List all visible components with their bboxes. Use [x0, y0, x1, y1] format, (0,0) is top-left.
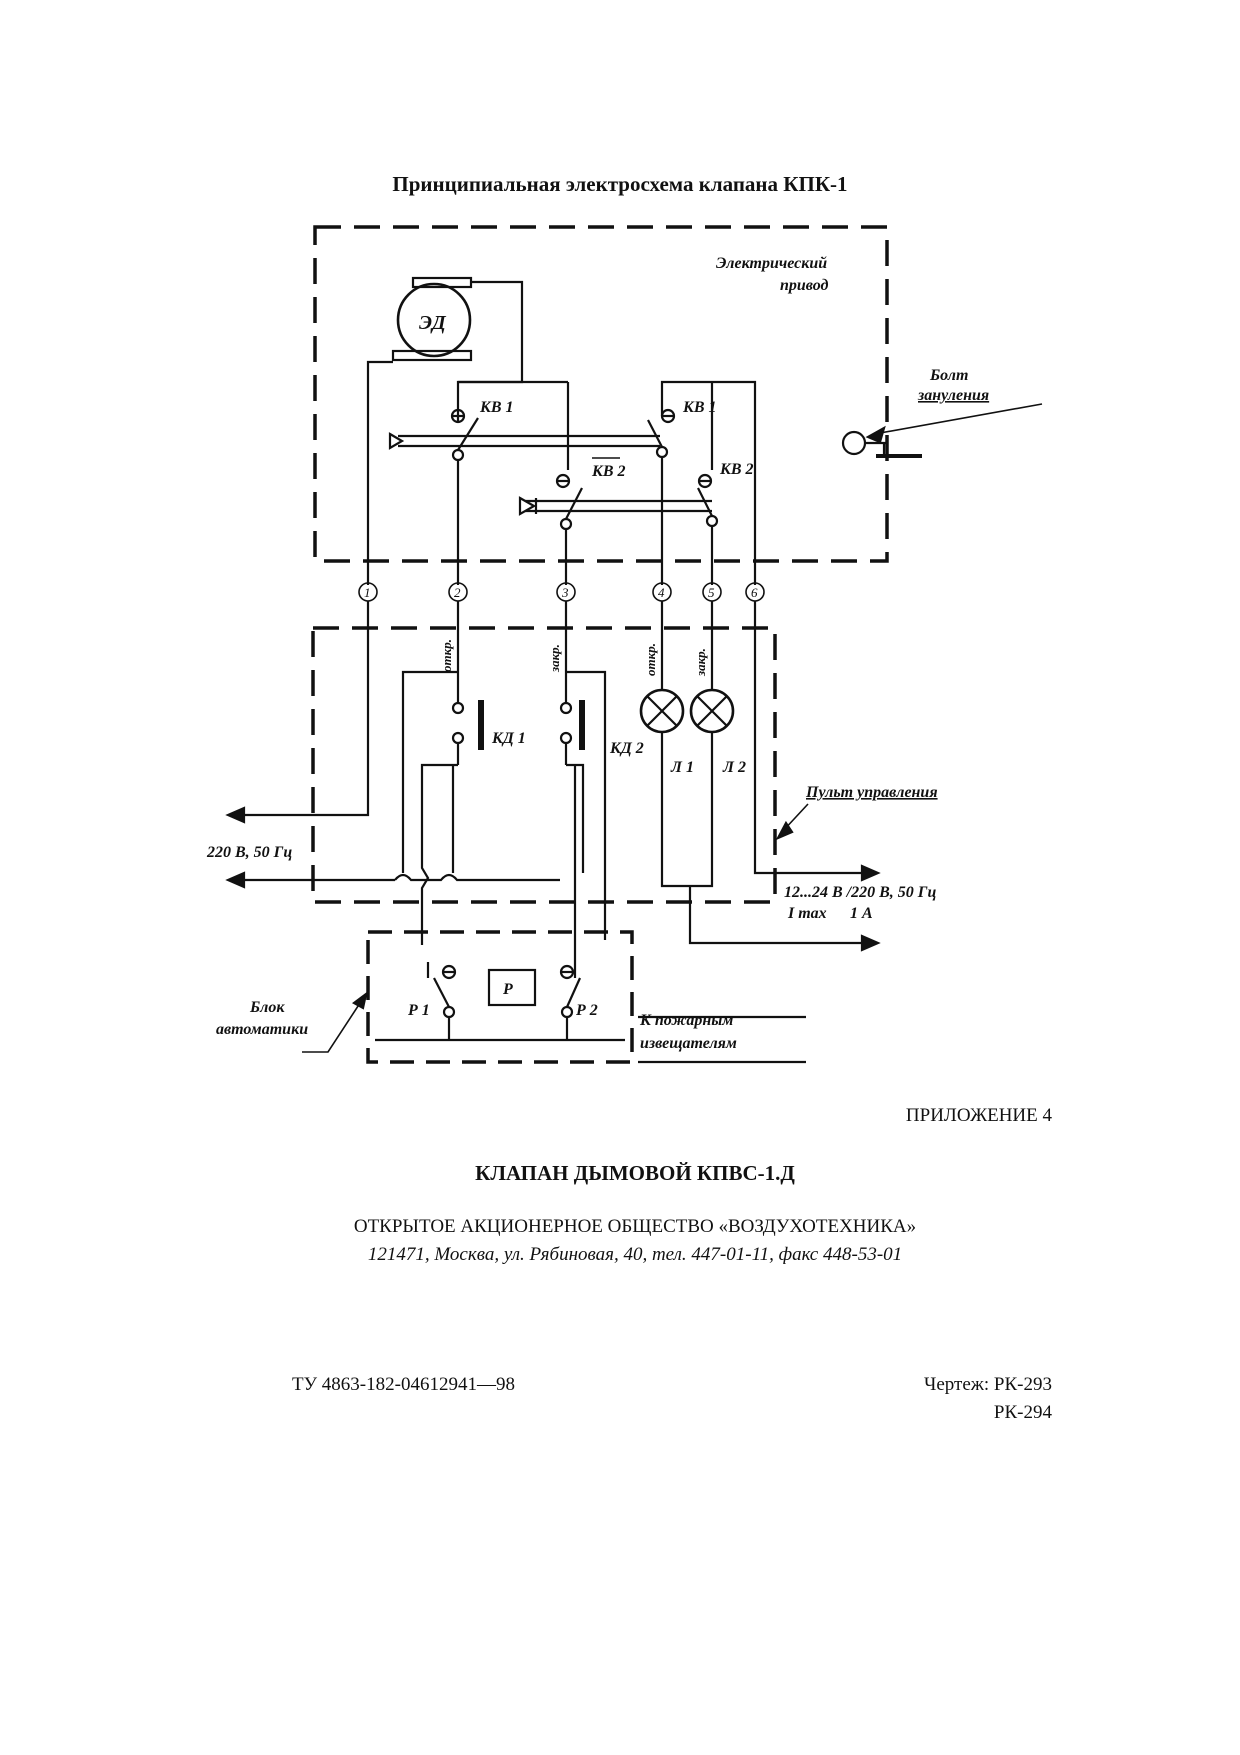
terminal-2-label: 2: [454, 585, 461, 600]
kv2-left-switch: [555, 473, 583, 585]
detectors-label-1: К пожарным: [639, 1012, 733, 1029]
bolt-label-1: Болт: [929, 367, 968, 384]
console-label: Пульт управления: [805, 784, 938, 801]
kv1-right-label: КВ 1: [682, 399, 717, 416]
kd1-switch: [451, 700, 484, 765]
wire-motor-top: [456, 280, 524, 410]
kv1-actuator-rod: [388, 432, 660, 450]
wire-t1: [238, 601, 370, 817]
automation-enclosure: [366, 930, 634, 1064]
relay-p1-switch: [426, 962, 457, 1040]
relay-p2-switch: [559, 964, 582, 1040]
wiring-diagram: Электрический привод ЭД Болт зануления К…: [206, 225, 1043, 1064]
wire-kd1-left: [401, 670, 458, 873]
motor-label: ЭД: [419, 312, 447, 334]
company-name: ОТКРЫТОЕ АКЦИОНЕРНОЕ ОБЩЕСТВО «ВОЗДУХОТЕ…: [353, 1216, 917, 1237]
automation-label-1: Блок: [249, 999, 285, 1016]
automation-pointer: [302, 999, 363, 1053]
automation-label-2: автоматики: [216, 1021, 308, 1038]
relay-label: Р: [502, 981, 513, 998]
drawing-number-2: РК-294: [993, 1402, 1052, 1423]
figure-title: Принципиальная электросхема клапана КПК-…: [392, 172, 848, 196]
wire-close-label-1: закр.: [547, 644, 562, 673]
detectors-label-2: извещателям: [640, 1035, 737, 1052]
wire-kd1-down: [420, 763, 458, 945]
terminal-3-label: 3: [561, 585, 569, 600]
company-address: 121471, Москва, ул. Рябиновая, 40, тел. …: [367, 1244, 903, 1265]
relay-p2-label: Р 2: [575, 1002, 598, 1019]
technical-spec: ТУ 4863-182-04612941—98: [292, 1374, 515, 1395]
lamp-l1: [639, 688, 685, 734]
terminal-1-label: 1: [364, 585, 371, 600]
kd2-switch: [559, 700, 585, 765]
kv2-actuator-rod: [518, 496, 712, 516]
relay-box: [487, 968, 537, 1007]
drive-label-1: Электрический: [716, 255, 827, 272]
wire-kv1r-top: [660, 380, 757, 585]
ground-bolt-symbol: [841, 403, 1043, 458]
imax-value: 1 А: [850, 905, 873, 922]
bolt-label-2: зануления: [917, 387, 989, 404]
kv1-left-switch: [450, 408, 479, 585]
appendix-number: ПРИЛОЖЕНИЕ 4: [905, 1105, 1052, 1126]
drive-label-2: привод: [780, 277, 829, 294]
wire-lamps-common: [660, 732, 714, 888]
kv2-right-label: КВ 2: [719, 461, 754, 478]
wire-t6: [753, 601, 868, 875]
terminal-4-label: 4: [658, 585, 665, 600]
power-in-label: 220 В, 50 Гц: [206, 844, 292, 861]
power-out-label: 12...24 В /220 В, 50 Гц: [784, 884, 936, 901]
lamp-l2-label: Л 2: [722, 759, 746, 776]
wire-kd2-right: [566, 670, 607, 940]
wire-open-label-1: откр.: [439, 639, 454, 672]
wire-close-label-2: закр.: [693, 648, 708, 677]
drive-enclosure: [313, 225, 889, 563]
kv2-left-label: КВ 2: [591, 463, 626, 480]
terminal-6-label: 6: [751, 585, 758, 600]
console-enclosure: [311, 626, 777, 904]
wire-open-label-2: откр.: [643, 643, 658, 676]
wire-kd2-down: [566, 763, 585, 873]
kv1-right-switch: [647, 408, 676, 585]
kv2-right-switch: [697, 473, 719, 585]
imax-label: I max: [787, 905, 827, 922]
kv1-left-label: КВ 1: [479, 399, 514, 416]
kd1-label: КД 1: [491, 730, 526, 747]
terminal-5-label: 5: [708, 585, 715, 600]
wire-lamps-out: [688, 886, 868, 945]
document-title: КЛАПАН ДЫМОВОЙ КПВС-1.Д: [475, 1161, 795, 1185]
lamp-l1-label: Л 1: [670, 759, 694, 776]
relay-p1-label: Р 1: [407, 1002, 430, 1019]
wire-motor-bottom: [366, 360, 393, 585]
kd2-label: КД 2: [609, 740, 644, 757]
drawing-number-1: Чертеж: РК-293: [924, 1374, 1052, 1395]
lamp-l2: [689, 688, 735, 734]
